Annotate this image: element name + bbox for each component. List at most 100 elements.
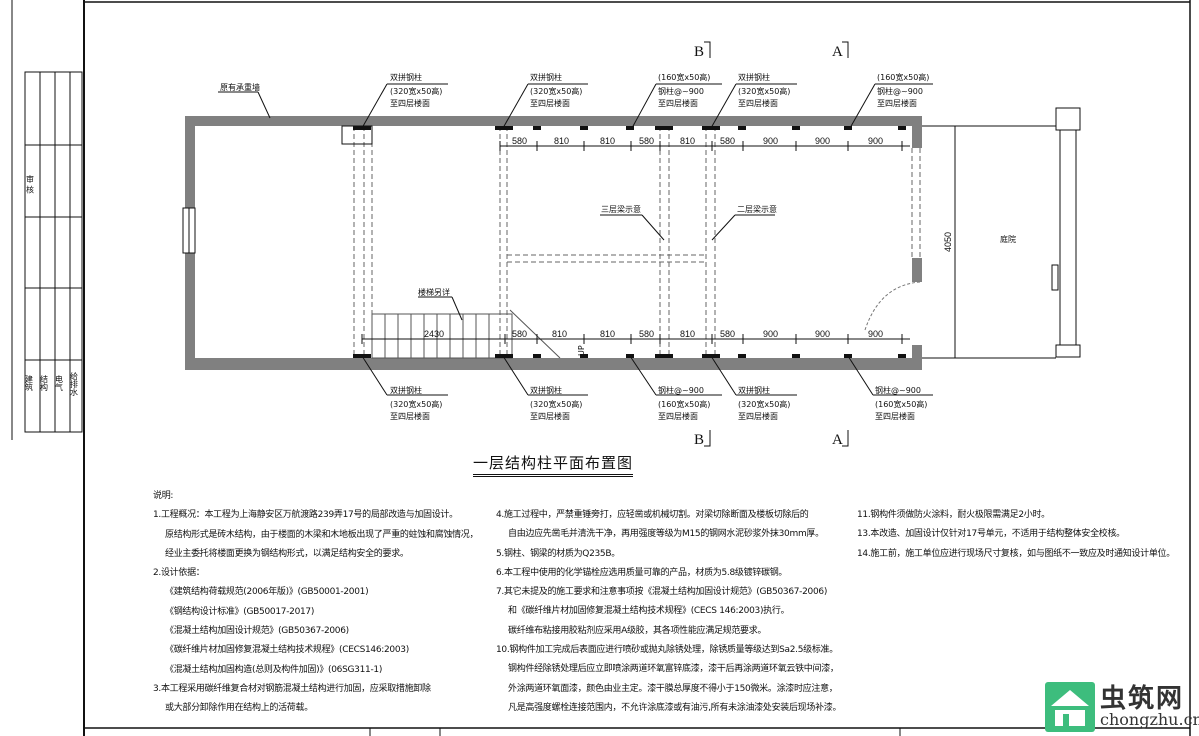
- note-line: 《建筑结构荷载规范(2006年版)》(GB50001-2001): [165, 587, 369, 598]
- note-line: 5.钢柱、钢梁的材质为Q235B。: [496, 548, 620, 559]
- svg-text:钢柱@~900: 钢柱@~900: [658, 86, 704, 96]
- stair: [371, 309, 561, 359]
- note-line: 2.设计依据：: [153, 568, 205, 579]
- svg-text:(320宽x50高): (320宽x50高): [530, 399, 582, 409]
- note-line: 经业主委托将楼面更换为钢结构形式，以满足结构安全的要求。: [165, 548, 409, 559]
- note-line: 外涂两道环氧面漆，颜色由业主定。漆干膜总厚度不得小于150微米。涂漆时应注意，: [508, 683, 838, 694]
- dim-label: 580: [639, 329, 654, 339]
- note-line: 4.施工过程中，严禁重锤旁打，应轻凿或机械切割。对梁切除断面及楼板切除后的: [496, 510, 809, 520]
- notes-column-1: 说明: 1.工程概况：本工程为上海静安区万航渡路239弄17号的局部改造与加固设…: [153, 487, 479, 719]
- note-line: 7.其它未提及的施工要求和注意事项按《混凝土结构加固设计规范》(GB50367-…: [496, 587, 828, 598]
- svg-text:至四层楼面: 至四层楼面: [875, 411, 915, 421]
- svg-text:A: A: [832, 44, 843, 60]
- dim-label: 900: [763, 329, 778, 339]
- watermark-name: 虫筑网: [1100, 684, 1185, 714]
- height-dimension: 4050: [943, 232, 953, 252]
- section-mark-b-bottom: B: [694, 430, 711, 448]
- dim-label: 810: [554, 136, 569, 146]
- dim-label: 580: [512, 136, 527, 146]
- title-block-electrical: 电气: [55, 374, 64, 391]
- dim-label: 900: [815, 329, 830, 339]
- beam-lines: [353, 126, 921, 358]
- wall-label: 原有承重墙: [220, 82, 260, 92]
- top-dimension-labels: 580 810 810 580 810 580 900 900 900: [512, 136, 883, 146]
- dim-label: 810: [600, 136, 615, 146]
- svg-text:(320宽x50高): (320宽x50高): [530, 86, 582, 96]
- note-line: 《碳纤维片材加固修复混凝土结构技术规程》(CECS146:2003): [165, 645, 409, 656]
- bottom-dimension-labels: 2430 580 810 810 580 810 580 900 900 900: [424, 329, 883, 339]
- note-line: 原结构形式是砖木结构，由于楼面的木梁和木地板出现了严重的蛀蚀和腐蚀情况，: [165, 529, 479, 540]
- note-line: 自由边应先凿毛并清洗干净，再用强度等级为M15的钢网水泥砂浆外抹30mm厚。: [508, 529, 824, 540]
- note-line: 3.本工程采用碳纤维复合材对钢筋混凝土结构进行加固，应采取措施卸除: [153, 683, 431, 694]
- watermark-url: chongzhu.cn: [1100, 710, 1199, 729]
- dim-label: 2430: [424, 329, 444, 339]
- title-block-architecture: 建筑: [25, 374, 34, 392]
- svg-text:(320宽x50高): (320宽x50高): [390, 399, 442, 409]
- column-callout: 双拼钢柱(320宽x50高)至四层楼面: [738, 385, 790, 421]
- svg-text:(320宽x50高): (320宽x50高): [390, 86, 442, 96]
- svg-text:(160宽x50高): (160宽x50高): [877, 72, 929, 82]
- up-label: UP: [577, 345, 586, 356]
- stair-label: 楼梯另详: [418, 287, 450, 297]
- drawing-frame: [83, 0, 1191, 736]
- stair-leader: [418, 296, 463, 321]
- note-line: 14.施工前，施工单位应进行现场尺寸复核，如与图纸不一致应及时通知设计单位。: [857, 548, 1175, 559]
- notes-column-3: 11.钢构件须做防火涂料，耐火极限需满足2小时。 13.本改造、加固设计仅针对1…: [857, 506, 1175, 564]
- notes-column-2: 4.施工过程中，严禁重锤旁打，应轻凿或机械切割。对梁切除断面及楼板切除后的 自由…: [496, 506, 841, 718]
- svg-text:B: B: [694, 44, 704, 60]
- yard-label: 庭院: [1000, 234, 1016, 244]
- column-callout: 双拼钢柱 (320宽x50高) 至四层楼面: [530, 385, 582, 421]
- title-block-plumbing: 给排水: [70, 371, 79, 396]
- column-callout: 钢柱@~900(160宽x50高)至四层楼面: [658, 385, 710, 421]
- note-line: 11.钢构件须做防火涂料，耐火极限需满足2小时。: [857, 510, 1050, 520]
- title-block-review: 审 核: [26, 174, 35, 195]
- title-block-structure: 结构: [40, 374, 49, 392]
- dim-label: 900: [815, 136, 830, 146]
- steel-columns: [353, 126, 906, 358]
- svg-text:B: B: [694, 432, 704, 448]
- svg-text:至四层楼面: 至四层楼面: [390, 98, 430, 108]
- svg-text:钢柱@~900: 钢柱@~900: [658, 385, 704, 395]
- svg-text:(160宽x50高): (160宽x50高): [875, 399, 927, 409]
- svg-text:(160宽x50高): (160宽x50高): [658, 72, 710, 82]
- dim-label: 810: [552, 329, 567, 339]
- svg-text:至四层楼面: 至四层楼面: [738, 411, 778, 421]
- note-line: 13.本改造、加固设计仅针对17号单元，不适用于结构整体安全校核。: [857, 529, 1125, 540]
- svg-text:双拼钢柱: 双拼钢柱: [530, 385, 562, 395]
- svg-text:钢柱@~900: 钢柱@~900: [877, 86, 923, 96]
- section-mark-a-top: A: [832, 41, 849, 60]
- svg-text:至四层楼面: 至四层楼面: [390, 411, 430, 421]
- dim-label: 810: [600, 329, 615, 339]
- section-mark-b-top: B: [694, 41, 711, 60]
- svg-text:至四层楼面: 至四层楼面: [530, 411, 570, 421]
- svg-text:(160宽x50高): (160宽x50高): [658, 399, 710, 409]
- svg-text:双拼钢柱: 双拼钢柱: [390, 72, 422, 82]
- note-line: 碳纤维布粘接用胶粘剂应采用A级胶，其各项性能应满足规范要求。: [508, 625, 767, 636]
- svg-text:钢柱@~900: 钢柱@~900: [875, 385, 921, 395]
- dimension-lines: [361, 141, 910, 344]
- svg-text:至四层楼面: 至四层楼面: [877, 98, 917, 108]
- svg-text:(320宽x50高): (320宽x50高): [738, 86, 790, 96]
- dim-label: 900: [763, 136, 778, 146]
- leader-lines: [218, 83, 933, 396]
- note-line: 6.本工程中使用的化学锚栓应选用质量可靠的产品，材质为5.8级镀锌碳钢。: [496, 567, 788, 578]
- dim-label: 580: [720, 329, 735, 339]
- dim-label: 810: [680, 329, 695, 339]
- svg-text:双拼钢柱: 双拼钢柱: [738, 72, 770, 82]
- svg-text:A: A: [832, 432, 843, 448]
- note-line: 10.钢构件加工完成后表面应进行喷砂或抛丸除锈处理，除锈质量等级达到Sa2.5级…: [496, 645, 838, 656]
- courtyard-structure: [864, 107, 1081, 359]
- dim-label: 900: [868, 136, 883, 146]
- svg-text:双拼钢柱: 双拼钢柱: [390, 385, 422, 395]
- dim-label: 580: [720, 136, 735, 146]
- note-line: 凡是高强度螺栓连接范围内，不允许涂底漆或有油污,所有未涂油漆处安装后现场补漆。: [508, 702, 842, 713]
- window-left: [182, 207, 196, 254]
- note-line: 《钢结构设计标准》(GB50017-2017): [165, 606, 315, 617]
- column-callout: 双拼钢柱(320宽x50高)至四层楼面: [738, 72, 790, 108]
- dim-label: 900: [868, 329, 883, 339]
- dim-label: 810: [680, 136, 695, 146]
- svg-text:至四层楼面: 至四层楼面: [530, 98, 570, 108]
- svg-text:双拼钢柱: 双拼钢柱: [530, 72, 562, 82]
